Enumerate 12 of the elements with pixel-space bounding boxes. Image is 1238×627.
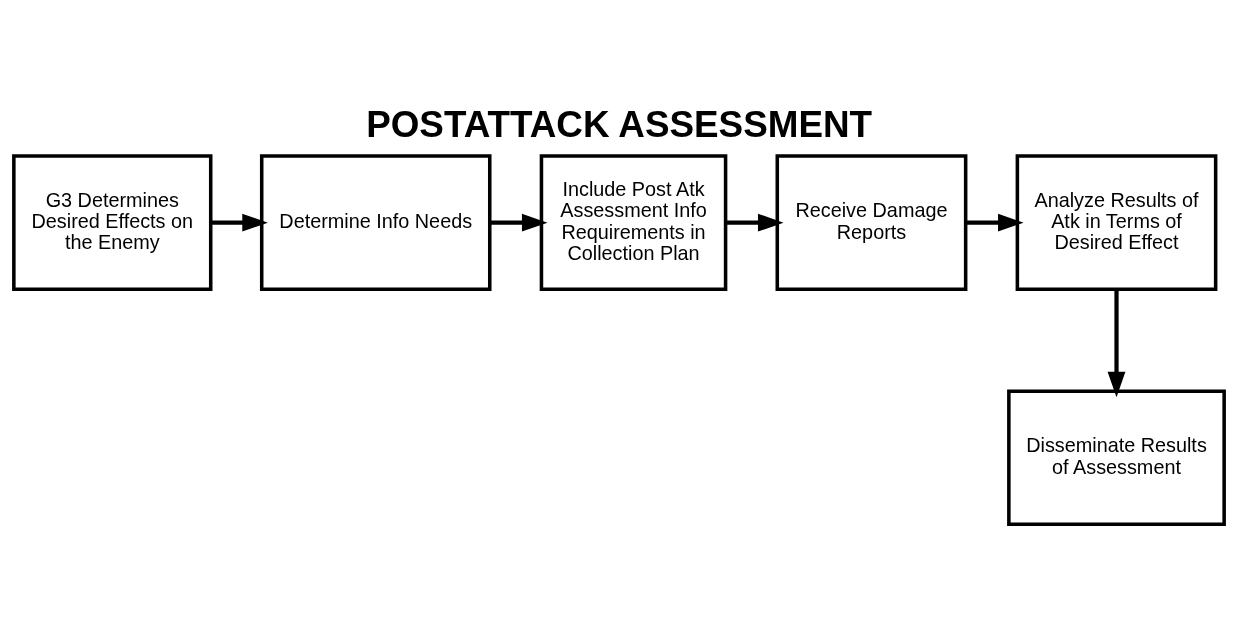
arrow [210,213,268,232]
arrow [489,213,548,232]
node-box: Determine Info Needs [259,153,492,291]
node-box: G3 Determines Desired Effects on the Enemy [12,153,213,291]
node-box: Receive Damage Reports [775,153,968,291]
node-box: Analyze Results of Atk in Terms of Desired Effect [1015,153,1218,291]
node-box: Disseminate Results of Assessment [1007,388,1226,526]
arrow [1107,288,1126,397]
node-box: Include Post Atk Assessment Info Requirements in Collection Plan [539,153,728,291]
diagram-title: POSTATTACK ASSESSMENT [366,103,873,145]
arrow [966,213,1024,232]
arrow [726,213,784,232]
